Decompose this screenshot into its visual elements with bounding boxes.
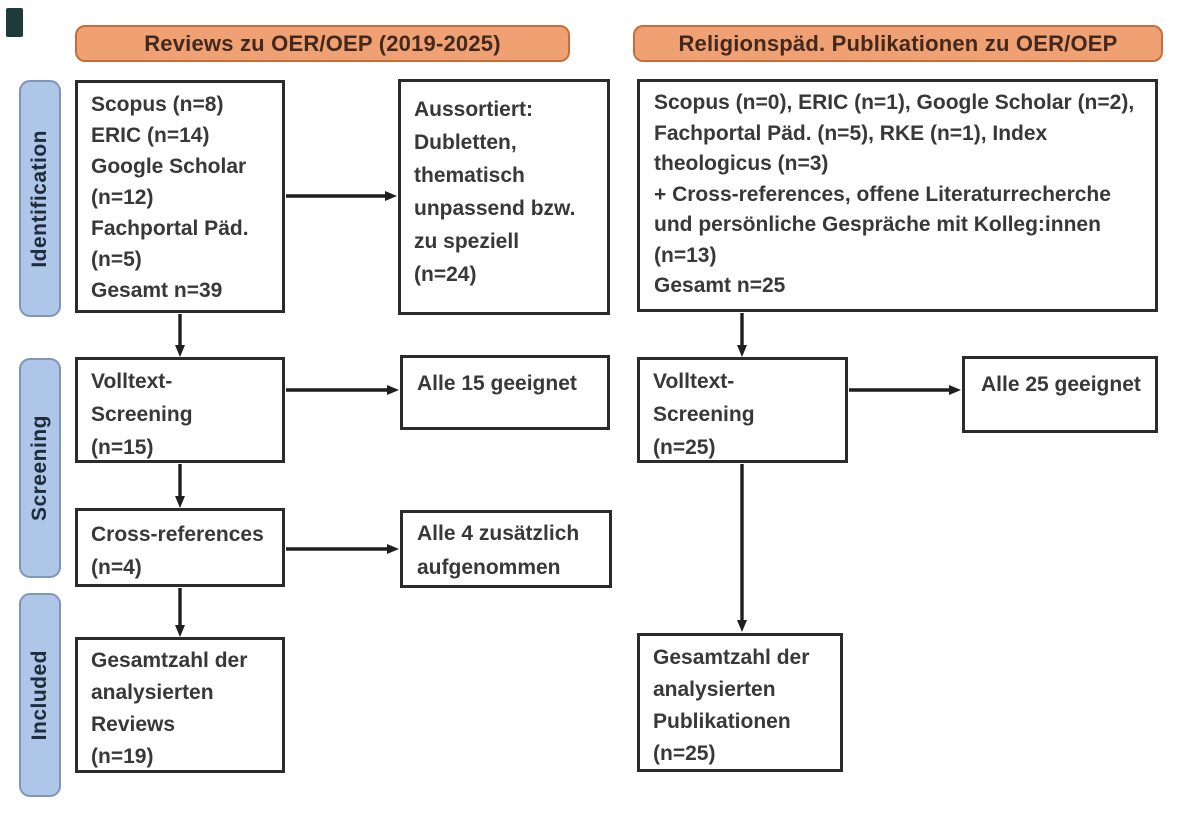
box-left-fulltext-result: Alle 15 geeignet (400, 355, 610, 430)
box-left-excluded: Aussortiert: Dubletten, thematisch unpas… (398, 79, 610, 315)
column-header-religionspaed: Religionspäd. Publikationen zu OER/OEP (633, 25, 1163, 62)
box-left-included-total: Gesamtzahl der analysierten Reviews (n=1… (75, 637, 285, 773)
box-left-sources: Scopus (n=8) ERIC (n=14) Google Scholar … (75, 80, 285, 313)
stage-label-included-text: Included (28, 649, 51, 741)
box-left-crossref-result: Alle 4 zusätzlich aufgenommen (400, 510, 612, 588)
stage-label-included: Included (19, 593, 61, 797)
stage-label-identification-text: Identification (28, 129, 51, 268)
corner-artifact-square (6, 8, 23, 37)
box-right-sources: Scopus (n=0), ERIC (n=1), Google Scholar… (637, 79, 1158, 312)
box-left-fulltext-screening: Volltext- Screening (n=15) (75, 357, 285, 463)
stage-label-screening: Screening (19, 358, 61, 578)
box-right-fulltext-screening: Volltext- Screening (n=25) (637, 357, 848, 463)
column-header-reviews: Reviews zu OER/OEP (2019-2025) (75, 25, 570, 62)
stage-label-screening-text: Screening (28, 414, 51, 522)
box-right-fulltext-result: Alle 25 geeignet (962, 356, 1158, 433)
box-right-included-total: Gesamtzahl der analysierten Publikatione… (637, 633, 843, 772)
stage-label-identification: Identification (19, 80, 61, 317)
box-left-crossreferences: Cross-references (n=4) (75, 508, 285, 587)
